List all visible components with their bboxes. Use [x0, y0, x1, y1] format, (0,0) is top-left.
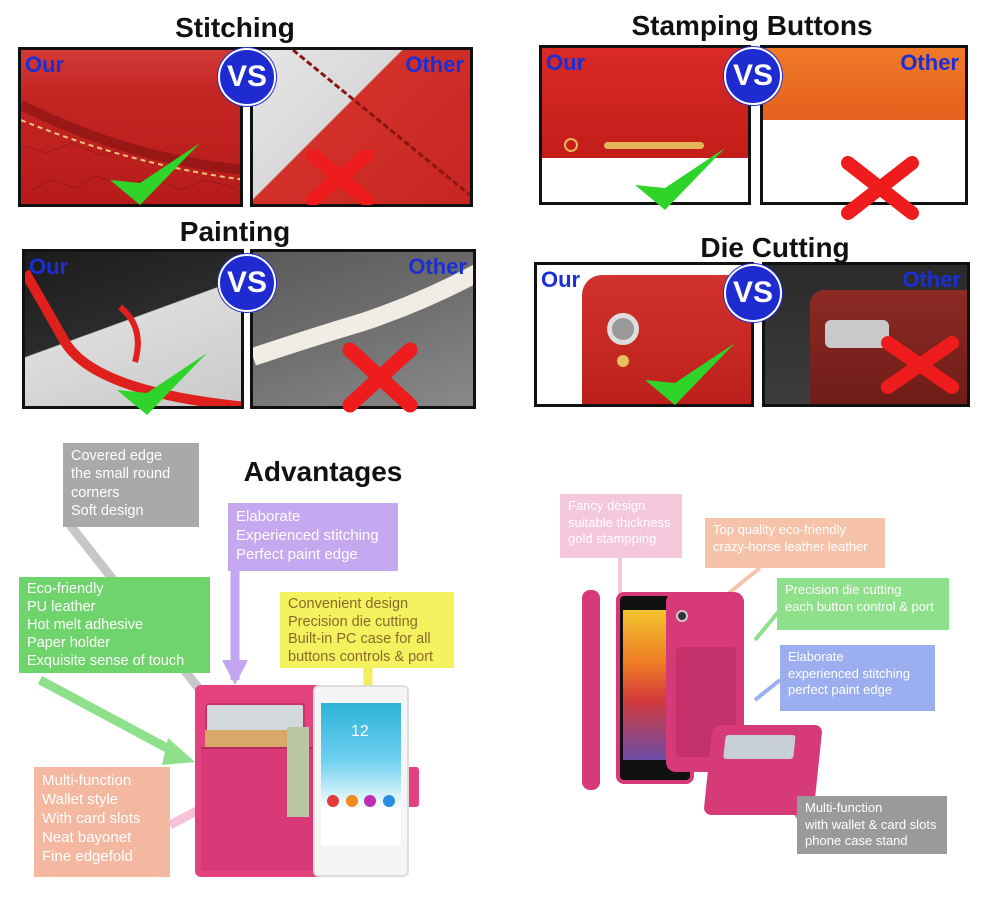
note-elaborate: Elaborate Experienced stitching Perfect …: [228, 503, 398, 571]
our-label: Our: [29, 254, 69, 279]
check-icon: [117, 353, 207, 415]
other-label: Other: [902, 267, 961, 292]
note-convenient: Convenient design Precision die cutting …: [280, 592, 454, 668]
note-elaborate-stand: Elaborate experienced stitching perfect …: [780, 645, 935, 711]
cross-icon: [306, 150, 374, 205]
note-top-quality: Top quality eco-friendly crazy-horse lea…: [705, 518, 885, 568]
die-cutting-our-camera: [607, 313, 639, 345]
phone-clock: 12: [351, 723, 369, 740]
heading-stitching: Stitching: [175, 12, 295, 43]
banknote: [287, 727, 309, 817]
our-label: Our: [546, 50, 586, 75]
phone-apps: [327, 795, 395, 809]
advantages-title: Advantages: [243, 456, 403, 487]
cross-icon: [342, 342, 418, 413]
phone-body: 12: [313, 685, 409, 877]
note-precision: Precision die cutting each button contro…: [777, 578, 949, 630]
stitching-other-texture: [292, 50, 470, 198]
stamping-other-leather: [763, 48, 965, 120]
stitching-our-photo: Our: [18, 47, 243, 207]
painting-our-edge: [25, 269, 241, 406]
note-eco-friendly: Eco-friendly PU leather Hot melt adhesiv…: [19, 577, 210, 673]
vs-badge: VS: [724, 47, 782, 105]
phone-screen: 12: [321, 703, 401, 845]
die-cutting-other-camera: [825, 320, 889, 348]
note-multi-function-stand: Multi-function with wallet & card slots …: [797, 796, 947, 854]
stamped-buttons: [564, 138, 714, 152]
painting-other-edge: [253, 264, 473, 366]
vs-badge: VS: [218, 48, 276, 106]
other-label: Other: [408, 254, 467, 279]
vs-badge: VS: [218, 254, 276, 312]
painting-our-photo: Our: [22, 249, 244, 409]
heading-painting: Painting: [179, 216, 291, 247]
stand-wallet-card: [723, 735, 796, 759]
cross-icon: [841, 156, 919, 220]
note-fancy-design: Fancy design suitable thickness gold sta…: [560, 494, 682, 558]
cross-icon: [881, 336, 959, 394]
card-slot-2: [205, 730, 305, 750]
other-label: Other: [900, 50, 959, 75]
check-icon: [645, 343, 735, 405]
case-back-camera: [676, 610, 688, 622]
our-label: Our: [541, 267, 581, 292]
our-label: Our: [25, 52, 65, 77]
vs-badge: VS: [724, 264, 782, 322]
stitching-other-photo: Other: [250, 47, 473, 207]
heading-die-cutting: Die Cutting: [700, 232, 850, 263]
stand-case-image: [578, 590, 828, 815]
check-icon: [110, 143, 200, 205]
painting-other-photo: Other: [250, 249, 476, 409]
heading-stamping: Stamping Buttons: [631, 10, 873, 41]
note-covered-edge: Covered edge the small round corners Sof…: [63, 443, 199, 527]
case-side: [582, 590, 600, 790]
note-multi-function: Multi-function Wallet style With card sl…: [34, 767, 170, 877]
stamping-our-photo: Our: [539, 45, 751, 205]
wallet-case-image: 12: [195, 685, 419, 877]
other-label: Other: [405, 52, 464, 77]
die-cutting-our-flash: [617, 355, 629, 367]
check-icon: [635, 148, 725, 210]
